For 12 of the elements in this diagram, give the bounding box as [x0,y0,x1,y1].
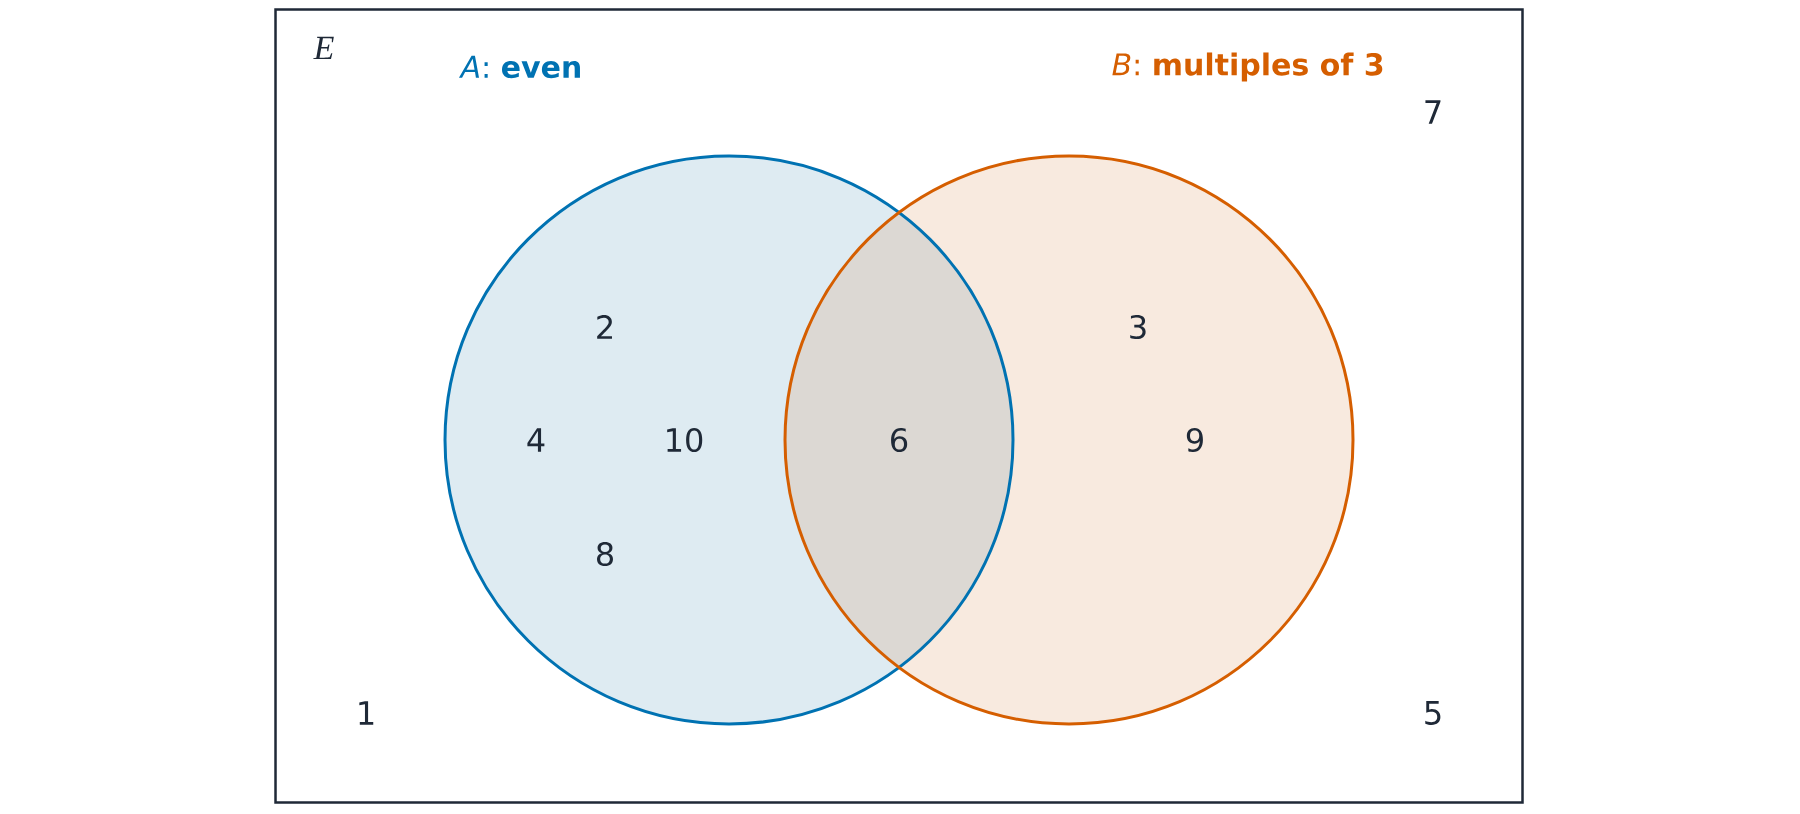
element-number: 10 [667,427,703,453]
element-number: 2 [597,315,612,339]
element-number: 9 [1186,427,1203,453]
element-number: 3 [1130,314,1146,340]
element-number: 4 [527,428,545,452]
element-number: 7 [1425,100,1441,124]
element-number: 5 [1425,701,1441,725]
element-number: 6 [891,427,908,453]
element-number: 1 [359,701,374,725]
node-label: A: even [458,55,580,79]
element-number: 8 [597,541,613,567]
node-label: B: multiples of 3 [1112,52,1383,82]
